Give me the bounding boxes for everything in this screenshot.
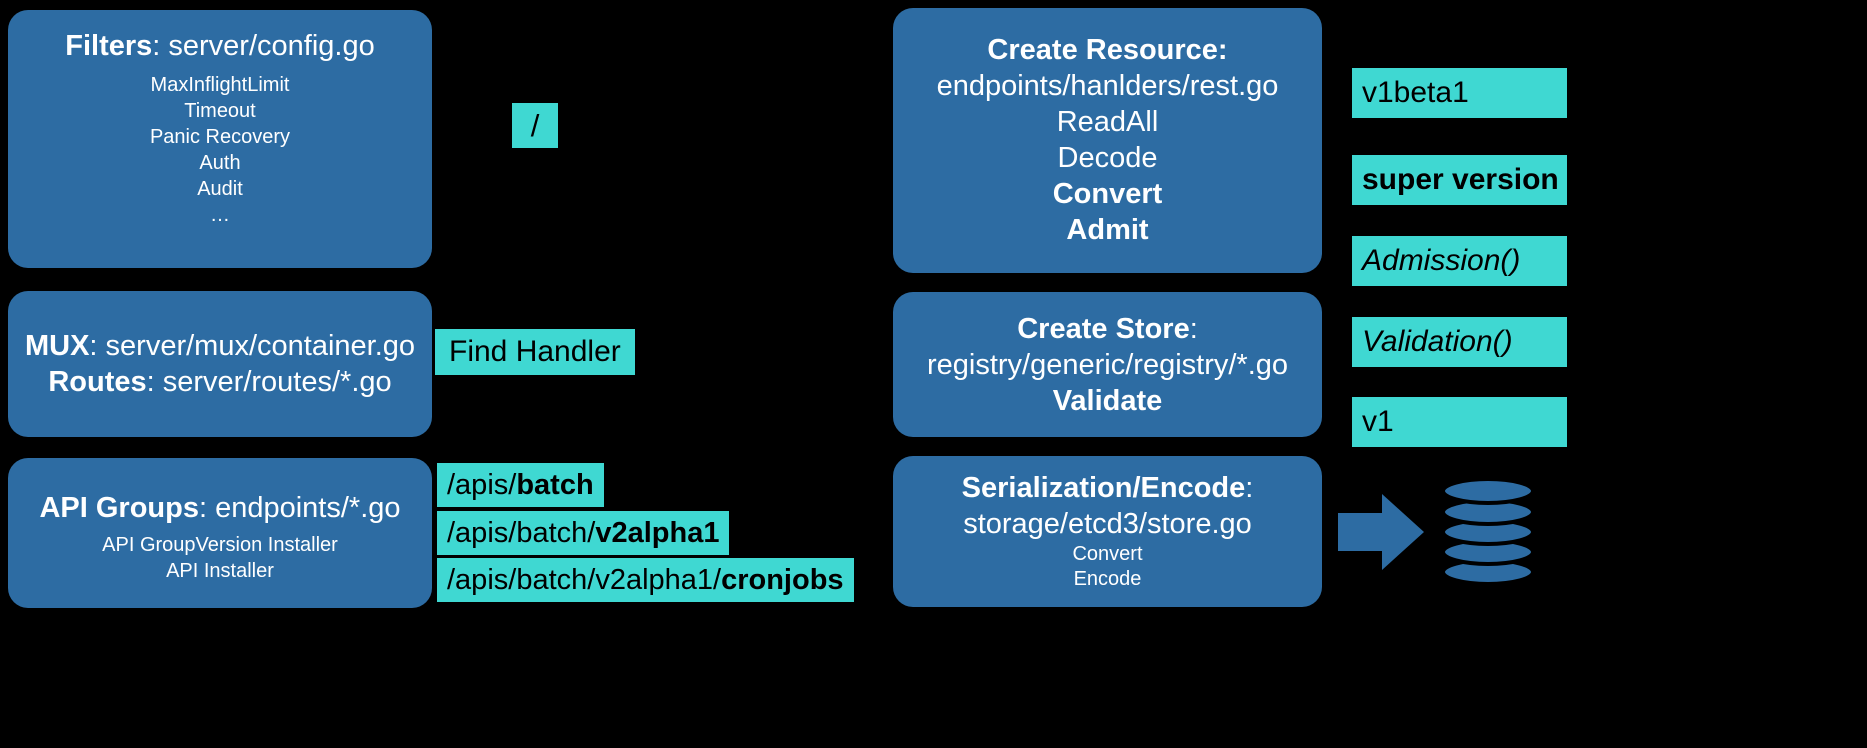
path-label-cronjobs: /apis/batch/v2alpha1/cronjobs [437, 558, 854, 602]
routes-label: Routes [48, 366, 147, 398]
api-groups-title-rest: : endpoints/*.go [198, 492, 401, 524]
api-groups-item: API Installer [166, 560, 274, 582]
database-icon [1441, 477, 1535, 586]
api-groups-title-bold: API Groups [39, 492, 199, 524]
create-resource-line: Decode [1057, 142, 1158, 174]
serialization-item: Convert [1072, 543, 1143, 565]
filter-item: … [210, 204, 230, 226]
path-label-batch: /apis/batch [437, 463, 604, 507]
path-bold-segment: v2alpha1 [595, 517, 720, 549]
path-bold-segment: batch [516, 469, 594, 501]
create-resource-line: endpoints/hanlders/rest.go [936, 70, 1279, 102]
create-store-line: registry/generic/registry/*.go [926, 348, 1289, 381]
filters-item-list: MaxInflightLimit Timeout Panic Recovery … [8, 72, 432, 228]
create-resource-line: ReadAll [1056, 106, 1159, 138]
version-label-v1: v1 [1352, 397, 1567, 447]
path-bold-segment: cronjobs [721, 564, 844, 596]
serialization-box: Serialization/Encode: storage/etcd3/stor… [893, 456, 1322, 607]
api-groups-box: API Groups: endpoints/*.go API GroupVers… [8, 458, 432, 608]
create-store-title-bold: Create Store [1017, 312, 1190, 345]
serialization-title-bold: Serialization/Encode [961, 472, 1246, 504]
api-groups-title: API Groups: endpoints/*.go [8, 490, 432, 526]
create-store-title-rest: : [1189, 312, 1198, 345]
filters-title-bold: Filters [65, 30, 153, 62]
api-groups-item: API GroupVersion Installer [102, 534, 338, 556]
path-prefix: /apis/ [447, 469, 517, 501]
routes-line: Routes: server/routes/*.go [8, 364, 432, 400]
filters-box: Filters: server/config.go MaxInflightLim… [8, 10, 432, 268]
filter-item: Audit [197, 178, 243, 200]
create-resource-line: Convert [1052, 178, 1163, 210]
create-store-title: Create Store: [893, 311, 1322, 347]
validation-label: Validation() [1352, 317, 1567, 367]
path-prefix: /apis/batch/v2alpha1/ [447, 564, 722, 596]
filter-item: Timeout [184, 100, 256, 122]
api-groups-item-list: API GroupVersion Installer API Installer [8, 532, 432, 584]
filter-item: Panic Recovery [149, 126, 291, 148]
arrow-right-icon [1338, 494, 1424, 570]
create-resource-title: Create Resource: [987, 34, 1228, 66]
filter-item: Auth [199, 152, 241, 174]
create-resource-line: Admit [1066, 214, 1149, 246]
create-store-box: Create Store: registry/generic/registry/… [893, 292, 1322, 437]
serialization-item: Encode [1073, 568, 1142, 590]
root-path-label: / [512, 103, 558, 148]
version-label-v1beta1: v1beta1 [1352, 68, 1567, 118]
admission-label: Admission() [1352, 236, 1567, 286]
mux-line: MUX: server/mux/container.go [8, 328, 432, 364]
create-resource-box: Create Resource: endpoints/hanlders/rest… [893, 8, 1322, 273]
find-handler-label: Find Handler [435, 329, 635, 375]
mux-routes-box: MUX: server/mux/container.go Routes: ser… [8, 291, 432, 437]
path-label-v2alpha1: /apis/batch/v2alpha1 [437, 511, 730, 555]
serialization-title-rest: : [1245, 472, 1254, 504]
path-prefix: /apis/batch/ [447, 517, 596, 549]
serialization-path-line: storage/etcd3/store.go [963, 508, 1252, 540]
routes-path: : server/routes/*.go [146, 366, 392, 398]
filters-title-rest: : server/config.go [152, 30, 375, 62]
mux-path: : server/mux/container.go [89, 330, 416, 362]
serialization-title: Serialization/Encode: [893, 470, 1322, 506]
mux-label: MUX [24, 330, 90, 362]
filters-title: Filters: server/config.go [8, 28, 432, 64]
filter-item: MaxInflightLimit [150, 74, 290, 96]
version-label-super-version: super version [1352, 155, 1567, 205]
create-store-line: Validate [1052, 384, 1163, 417]
